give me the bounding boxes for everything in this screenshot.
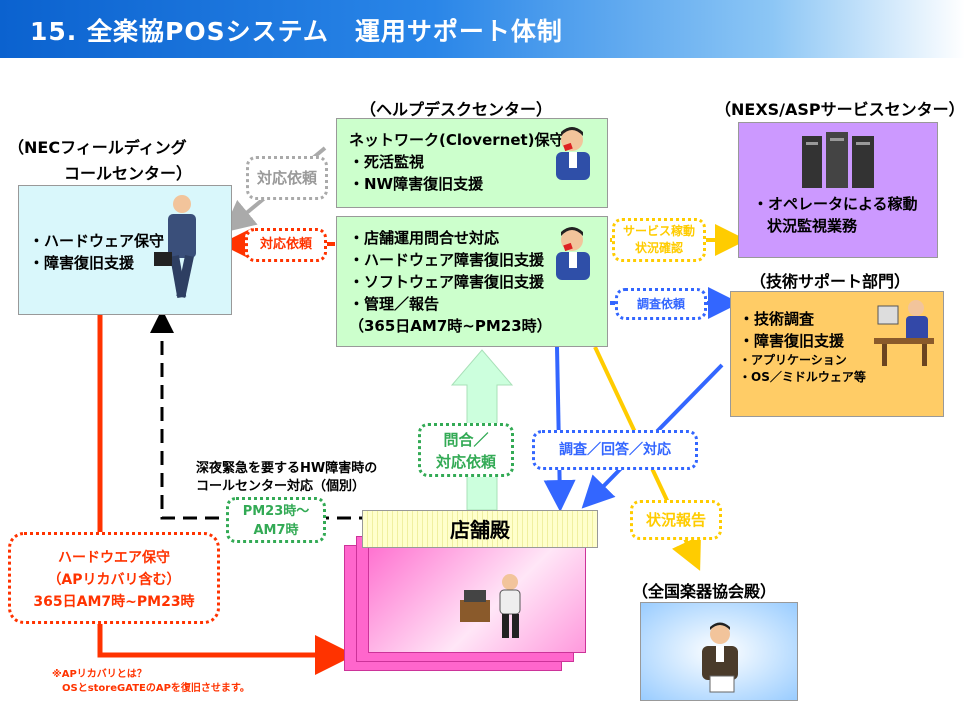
helpdesk-box1-line: ネットワーク(Clovernet)保守 — [349, 131, 565, 149]
label-toiawase-line: 問合／ — [443, 431, 489, 449]
night-note: 深夜緊急を要するHW障害時の コールセンター対応（個別） — [196, 460, 377, 496]
nexs-item: ・オペレータによる稼動 — [753, 195, 918, 213]
tech-heading: （技術サポート部門） — [750, 272, 911, 291]
label-toiawase-line: 対応依頼 — [435, 453, 496, 471]
tech-item: ・OS／ミドルウェア等 — [739, 370, 866, 384]
nexs-item: 状況監視業務 — [767, 217, 858, 235]
arrow-red-hw — [97, 305, 355, 675]
label-pm23-line: AM7時 — [253, 523, 299, 538]
nec-box: ・ハードウェア保守 ・障害復旧支援 — [18, 185, 232, 315]
helpdesk-box1-line: ・死活監視 — [349, 153, 425, 171]
helpdesk-heading: （ヘルプデスクセンター） — [360, 100, 553, 119]
label-taiou-red: 対応依頼 — [245, 228, 327, 262]
helpdesk-box2-line: ・ソフトウェア障害復旧支援 — [349, 273, 545, 291]
nec-heading: （NECフィールディング — [8, 138, 187, 157]
helpdesk-box2-line: ・管理／報告 — [349, 295, 440, 313]
shop-clerk-icon — [460, 574, 521, 638]
tech-item: ・技術調査 — [739, 310, 815, 328]
helpdesk-network-box: ネットワーク(Clovernet)保守 ・死活監視 ・NW障害復旧支援 — [336, 118, 608, 208]
label-hw-maint-line: ハードウエア保守 — [58, 550, 170, 566]
nec-item: ・ハードウェア保守 — [29, 232, 165, 250]
page-title: 15. 全楽協POSシステム 運用サポート体制 — [30, 17, 563, 46]
operator-icon — [556, 127, 590, 180]
tech-box: ・技術調査 ・障害復旧支援 ・アプリケーション ・OS／ミドルウェア等 — [730, 291, 944, 417]
tech-item: ・障害復旧支援 — [739, 332, 845, 350]
nec-heading: コールセンター） — [64, 164, 193, 183]
label-hw-maint-line: 365日AM7時~PM23時 — [33, 594, 195, 610]
label-pm23: PM23時～ AM7時 — [226, 497, 326, 543]
label-joukyou-houkoku: 状況報告 — [630, 500, 722, 540]
helpdesk-box2-line: ・ハードウェア障害復旧支援 — [349, 251, 545, 269]
label-chousa-kaitou: 調査／回答／対応 — [532, 430, 698, 470]
helpdesk-box2-line: ・店舗運用問合せ対応 — [349, 229, 500, 247]
label-hw-maint: ハードウエア保守 （APリカバリ含む） 365日AM7時~PM23時 — [8, 532, 220, 624]
label-service-status-line: 状況確認 — [634, 241, 683, 255]
label-service-status-line: サービス稼動 — [622, 224, 695, 238]
helpdesk-box1-line: ・NW障害復旧支援 — [349, 175, 484, 193]
server-rack-icon — [802, 132, 874, 188]
engineer-desk-icon — [874, 300, 934, 366]
footnote-line: OSとstoreGATEのAPを復旧させます。 — [62, 683, 250, 694]
label-taiou-gray: 対応依頼 — [246, 156, 328, 200]
title-bar: 15. 全楽協POSシステム 運用サポート体制 — [0, 0, 965, 58]
label-service-status: サービス稼動 状況確認 — [612, 218, 706, 262]
operator-icon — [556, 227, 590, 280]
night-note-line: 深夜緊急を要するHW障害時の — [196, 461, 378, 476]
footnote: ※APリカバリとは？ OSとstoreGATEのAPを復旧させます。 — [52, 668, 250, 696]
night-note-line: コールセンター対応（個別） — [196, 479, 366, 494]
nec-item: ・障害復旧支援 — [29, 254, 135, 272]
footnote-line: ※APリカバリとは？ — [52, 669, 147, 680]
association-heading: （全国楽器協会殿） — [632, 582, 777, 601]
tech-item: ・アプリケーション — [739, 353, 847, 367]
label-pm23-line: PM23時～ — [242, 504, 310, 519]
nexs-heading: （NEXS/ASPサービスセンター） — [715, 100, 965, 119]
label-toiawase: 問合／ 対応依頼 — [418, 423, 514, 477]
association-person-icon — [702, 622, 738, 693]
field-engineer-icon — [154, 195, 196, 299]
helpdesk-box2-line: （365日AM7時~PM23時） — [349, 317, 552, 335]
arrow-blue-helpdesk-store — [543, 346, 576, 512]
label-chousa-irai: 調査依頼 — [615, 288, 707, 320]
store-label: 店舗殿 — [362, 510, 598, 548]
label-hw-maint-line: （APリカバリ含む） — [47, 572, 181, 588]
